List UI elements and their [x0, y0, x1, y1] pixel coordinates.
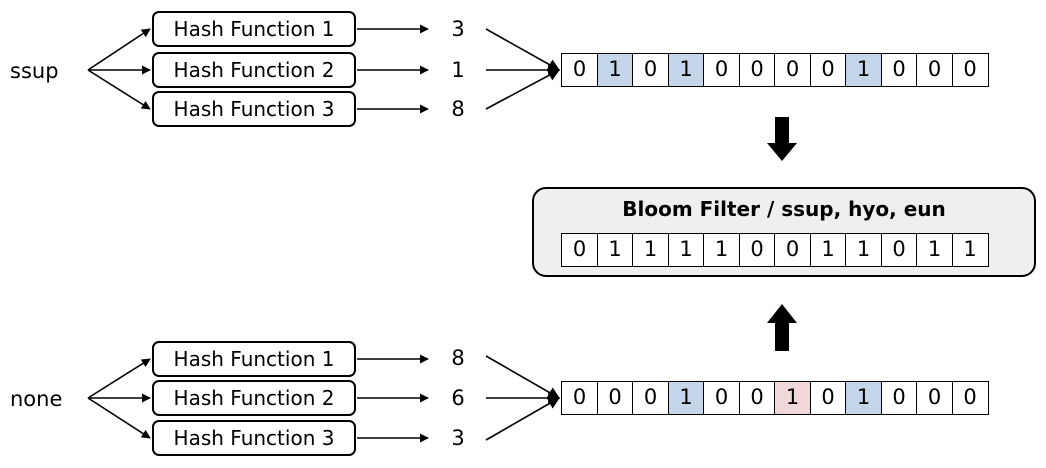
- top-bit-11: 0: [951, 53, 989, 87]
- bloom-bit-5: 0: [738, 233, 776, 267]
- top-input-label: ssup: [10, 59, 59, 83]
- bottom-bit-11: 0: [951, 381, 989, 415]
- top-hash-function-2: Hash Function 2: [152, 52, 356, 88]
- bloom-bit-2: 1: [632, 233, 669, 267]
- bottom-bit-3: 1: [667, 381, 705, 415]
- top-bit-5: 0: [738, 53, 776, 87]
- bottom-bit-1: 0: [596, 381, 634, 415]
- bloom-bit-4: 1: [703, 233, 740, 267]
- top-hash-output-3: 8: [451, 97, 465, 121]
- bottom-hash-function-2: Hash Function 2: [152, 380, 356, 416]
- bloom-bit-1: 1: [596, 233, 634, 267]
- bottom-hash-output-1: 8: [451, 346, 465, 370]
- bottom-hash-function-1: Hash Function 1: [152, 341, 356, 377]
- bottom-bit-8: 1: [845, 381, 882, 415]
- bottom-bit-4: 0: [703, 381, 740, 415]
- bloom-bit-7: 1: [809, 233, 847, 267]
- bottom-input-arrows: [87, 358, 151, 439]
- bottom-hash-output-2: 6: [451, 386, 465, 410]
- bottom-bit-7: 0: [809, 381, 847, 415]
- top-hash-output-arrows: [357, 24, 429, 114]
- bottom-input-label: none: [10, 387, 63, 411]
- top-bit-10: 0: [916, 53, 953, 87]
- bloom-bit-11: 1: [951, 233, 989, 267]
- top-bit-1: 1: [596, 53, 634, 87]
- bloom-bit-8: 1: [845, 233, 882, 267]
- top-bit-9: 0: [880, 53, 918, 87]
- bottom-output-to-array-arrows: [485, 355, 561, 441]
- top-hash-function-1: Hash Function 1: [152, 11, 356, 47]
- top-hash-output-1: 3: [451, 17, 465, 41]
- bottom-bit-9: 0: [880, 381, 918, 415]
- top-bit-8: 1: [845, 53, 882, 87]
- top-bit-2: 0: [632, 53, 669, 87]
- bloom-bit-9: 0: [880, 233, 918, 267]
- bloom-bit-6: 0: [774, 233, 811, 267]
- top-bit-6: 0: [774, 53, 811, 87]
- bottom-bit-10: 0: [916, 381, 953, 415]
- up-arrow-icon: [767, 304, 797, 351]
- down-arrow-icon: [767, 117, 797, 161]
- top-bit-4: 0: [703, 53, 740, 87]
- bloom-bit-0: 0: [561, 233, 598, 267]
- top-hash-function-3: Hash Function 3: [152, 91, 356, 127]
- bottom-hash-output-3: 3: [451, 426, 465, 450]
- bottom-hash-output-arrows: [357, 354, 429, 443]
- top-bit-7: 0: [809, 53, 847, 87]
- bloom-bit-10: 1: [916, 233, 953, 267]
- bloom-filter-title: Bloom Filter / ssup, hyo, eun: [622, 197, 946, 221]
- bloom-bit-3: 1: [667, 233, 705, 267]
- top-input-arrows: [87, 28, 151, 110]
- bottom-bit-5: 0: [738, 381, 776, 415]
- top-output-to-array-arrows: [485, 28, 561, 110]
- bottom-hash-function-3: Hash Function 3: [152, 420, 356, 456]
- top-bit-0: 0: [561, 53, 598, 87]
- bottom-bit-0: 0: [561, 381, 598, 415]
- top-hash-output-2: 1: [451, 58, 465, 82]
- top-bit-3: 1: [667, 53, 705, 87]
- bottom-bit-6: 1: [774, 381, 811, 415]
- bottom-bit-2: 0: [632, 381, 669, 415]
